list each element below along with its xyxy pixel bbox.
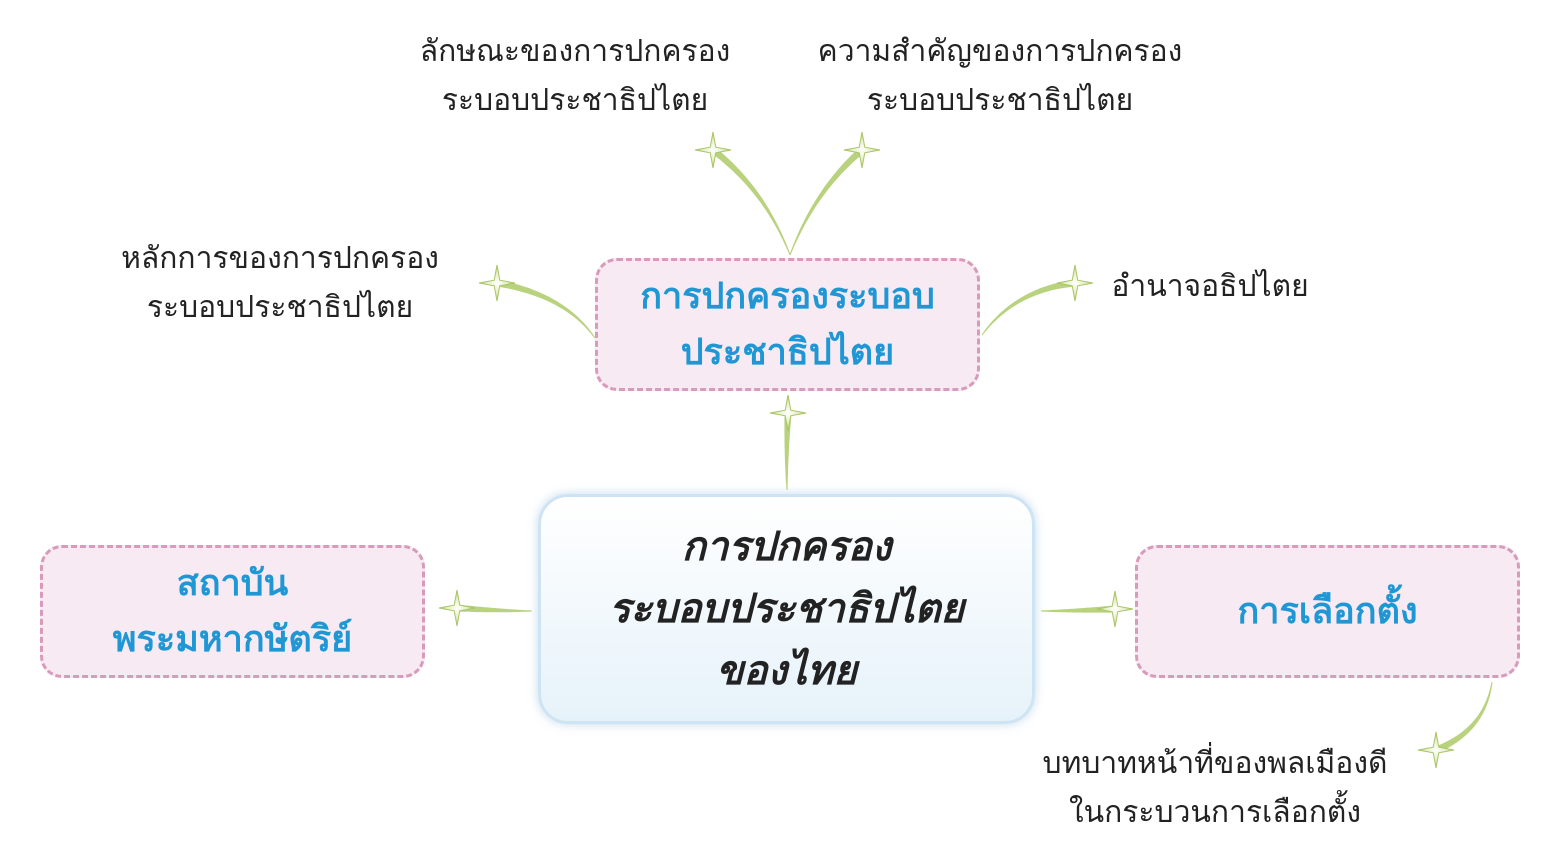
leaf-characteristics-line-2: ระบอบประชาธิปไตย xyxy=(441,82,709,118)
leaf-importance-line-1: ความสำคัญของการปกครอง xyxy=(817,34,1183,69)
leaf-importance: ความสำคัญของการปกครอง ระบอบประชาธิปไตย xyxy=(795,28,1205,125)
connector-characteristics xyxy=(710,147,791,256)
leaf-characteristics: ลักษณะของการปกครอง ระบอบประชาธิปไตย xyxy=(400,28,750,125)
connector-election xyxy=(1041,605,1116,613)
four-point-sparkle-icon xyxy=(694,131,732,169)
node-monarchy-line-2: พระมหากษัตริย์ xyxy=(112,618,353,660)
leaf-principles-line-1: หลักการของการปกครอง xyxy=(121,241,439,276)
four-point-sparkle-icon xyxy=(438,589,476,627)
node-democracy-line-2: ประชาธิปไตย xyxy=(680,331,895,373)
connector-citizen-role xyxy=(1434,681,1493,754)
node-democracy: การปกครองระบอบ ประชาธิปไตย xyxy=(595,258,980,391)
leaf-citizen-role-line-1: บทบาทหน้าที่ของพลเมืองดี xyxy=(1042,746,1388,781)
center-topic-line-3: ของไทย xyxy=(716,648,857,694)
node-monarchy: สถาบัน พระมหากษัตริย์ xyxy=(40,545,425,678)
center-topic-line-1: การปกครอง xyxy=(681,524,892,570)
node-election-line-1: การเลือกตั้ง xyxy=(1237,590,1418,632)
connector-principles xyxy=(496,279,596,339)
connector-democracy xyxy=(784,412,792,490)
node-monarchy-line-1: สถาบัน xyxy=(176,562,289,604)
four-point-sparkle-icon xyxy=(478,264,516,302)
leaf-citizen-role-line-2: ในกระบวนการเลือกตั้ง xyxy=(1068,794,1362,830)
center-topic-line-2: ระบอบประชาธิปไตย xyxy=(608,586,965,632)
connector-sovereignty xyxy=(981,279,1076,336)
leaf-importance-line-2: ระบอบประชาธิปไตย xyxy=(866,82,1134,118)
node-democracy-line-1: การปกครองระบอบ xyxy=(640,275,935,317)
four-point-sparkle-icon xyxy=(1096,590,1134,628)
leaf-characteristics-line-1: ลักษณะของการปกครอง xyxy=(419,34,731,69)
sparkles-group xyxy=(438,131,1455,769)
four-point-sparkle-icon xyxy=(1417,731,1455,769)
connector-monarchy xyxy=(456,604,532,613)
leaf-citizen-role: บทบาทหน้าที่ของพลเมืองดี ในกระบวนการเลือ… xyxy=(1020,740,1410,837)
leaf-sovereignty-line-1: อำนาจอธิปไตย xyxy=(1111,269,1309,304)
four-point-sparkle-icon xyxy=(769,394,807,432)
connector-importance xyxy=(789,147,865,256)
leaf-principles: หลักการของการปกครอง ระบอบประชาธิปไตย xyxy=(100,235,460,332)
leaf-principles-line-2: ระบอบประชาธิปไตย xyxy=(146,289,414,325)
leaf-sovereignty: อำนาจอธิปไตย xyxy=(1095,263,1325,312)
node-election: การเลือกตั้ง xyxy=(1135,545,1520,678)
four-point-sparkle-icon xyxy=(843,131,881,169)
center-topic: การปกครอง ระบอบประชาธิปไตย ของไทย xyxy=(538,494,1035,724)
four-point-sparkle-icon xyxy=(1056,264,1094,302)
